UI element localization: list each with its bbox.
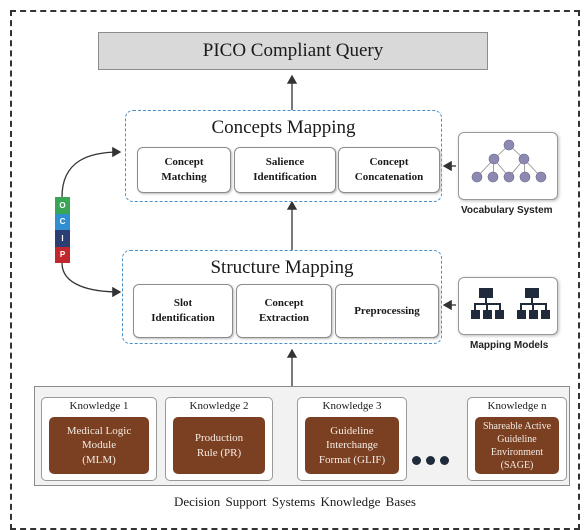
knowledge-bases-panel: Knowledge 1 Medical Logic Module (MLM) K… [34, 386, 570, 486]
pico-strip: O C I P [55, 197, 70, 263]
concept-extraction-box: Concept Extraction [236, 284, 332, 338]
knowledge-1-title: Knowledge 1 [69, 400, 129, 412]
structure-mapping-title: Structure Mapping [210, 257, 354, 278]
connectors [61, 74, 456, 386]
concept-concatenation-label: Concept Concatenation [354, 156, 424, 183]
pico-compliant-query-label: PICO Compliant Query [202, 40, 384, 61]
knowledge-2-content: Production Rule (PR) [173, 417, 265, 474]
knowledge-1-content: Medical Logic Module (MLM) [49, 417, 149, 474]
concept-concatenation-box: Concept Concatenation [338, 147, 440, 193]
preprocessing-box: Preprocessing [335, 284, 439, 338]
knowledge-n-content: Shareable Active Guideline Environment (… [475, 417, 559, 474]
concept-extraction-label: Concept Extraction [258, 297, 310, 324]
dot [426, 456, 435, 465]
ellipsis-dots [412, 456, 452, 468]
preprocessing-label: Preprocessing [354, 304, 420, 317]
dot [412, 456, 421, 465]
dot [440, 456, 449, 465]
salience-identification-box: Salience Identification [234, 147, 336, 193]
pico-compliant-query-box: PICO Compliant Query [98, 32, 488, 70]
vocabulary-system-caption: Vocabulary System [461, 205, 553, 216]
arrow-pico-to-concepts [61, 146, 122, 198]
vocabulary-system-box [458, 132, 558, 200]
arrow-pico-to-structure [61, 262, 122, 298]
knowledge-n-title: Knowledge n [487, 400, 547, 412]
concept-matching-label: Concept Matching [161, 156, 207, 183]
pico-o-cell: O [55, 197, 70, 214]
concepts-mapping-title: Concepts Mapping [211, 117, 356, 138]
knowledge-3-content: Guideline Interchange Format (GLIF) [305, 417, 399, 474]
mapping-models-box [458, 277, 558, 335]
knowledge-card-2: Knowledge 2 Production Rule (PR) [165, 397, 273, 481]
taxonomy-tree-icon [471, 139, 547, 183]
hierarchy-chart-icon [471, 288, 550, 319]
structure-mapping-panel: Structure Mapping Slot Identification Co… [122, 250, 442, 344]
knowledge-card-3: Knowledge 3 Guideline Interchange Format… [297, 397, 407, 481]
knowledge-3-title: Knowledge 3 [322, 400, 382, 412]
knowledge-card-n: Knowledge n Shareable Active Guideline E… [467, 397, 567, 481]
pico-i-cell: I [55, 230, 70, 247]
knowledge-2-title: Knowledge 2 [189, 400, 249, 412]
concept-matching-box: Concept Matching [137, 147, 231, 193]
slot-identification-box: Slot Identification [133, 284, 233, 338]
kb-footer-label: Decision Support Systems Knowledge Bases [174, 494, 416, 509]
pico-p-cell: P [55, 246, 70, 263]
knowledge-3-text: Guideline Interchange Format (GLIF) [318, 425, 386, 466]
mapping-models-caption: Mapping Models [470, 340, 549, 351]
knowledge-1-text: Medical Logic Module (MLM) [66, 425, 132, 466]
knowledge-n-text: Shareable Active Guideline Environment (… [482, 420, 552, 471]
salience-identification-label: Salience Identification [253, 156, 317, 183]
pico-c-cell: C [55, 213, 70, 230]
knowledge-2-text: Production Rule (PR) [194, 432, 244, 459]
slot-identification-label: Slot Identification [151, 297, 215, 324]
knowledge-card-1: Knowledge 1 Medical Logic Module (MLM) [41, 397, 157, 481]
concepts-mapping-panel: Concepts Mapping Concept Matching Salien… [125, 110, 442, 202]
